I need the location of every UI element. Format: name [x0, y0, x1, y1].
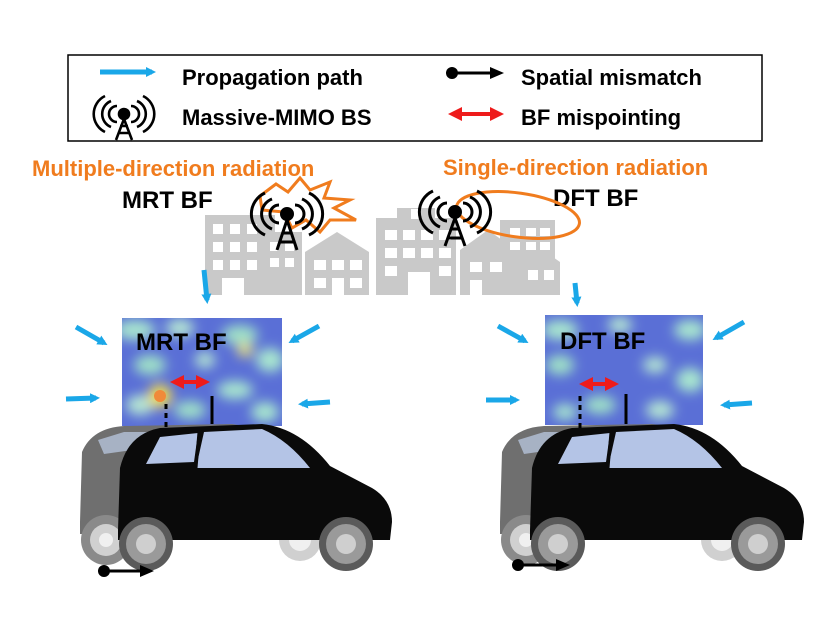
- legend-propagation-label: Propagation path: [182, 65, 363, 90]
- left-map-label: MRT BF: [136, 329, 227, 356]
- right-headline: Single-direction radiation: [443, 155, 708, 180]
- dft-field-heatmap: [545, 315, 703, 425]
- right-propagation-arrows: [486, 282, 753, 410]
- left-headline: Multiple-direction radiation: [32, 156, 314, 181]
- left-car-icon: [118, 396, 392, 571]
- right-car-icon: [530, 394, 804, 571]
- building-icon: [205, 208, 560, 295]
- mrt-field-heatmap: [122, 318, 282, 426]
- legend-bs-label: Massive-MIMO BS: [182, 105, 372, 130]
- legend: Propagation path Massive-MIMO BS Spatial…: [67, 54, 763, 142]
- legend-mispointing-label: BF mispointing: [521, 105, 681, 130]
- right-spatial-mismatch-arrow: [512, 559, 570, 571]
- left-bf-title: MRT BF: [122, 187, 213, 214]
- left-propagation-arrows: [65, 269, 331, 409]
- antenna-tower-icon: [92, 94, 156, 141]
- left-spatial-mismatch-arrow: [98, 565, 154, 577]
- legend-mismatch-label: Spatial mismatch: [521, 65, 702, 90]
- spatial-mismatch-icon: [446, 67, 504, 79]
- left-antenna-tower-icon: [249, 191, 325, 251]
- right-antenna-tower-icon: [417, 189, 493, 247]
- right-map-label: DFT BF: [560, 328, 645, 355]
